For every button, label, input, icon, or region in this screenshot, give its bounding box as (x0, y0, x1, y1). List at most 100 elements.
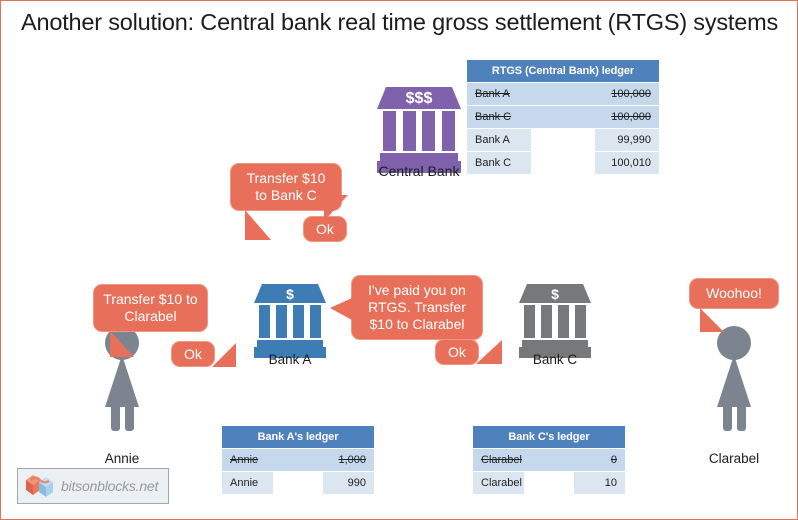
bubble-text: Ok (448, 344, 466, 360)
person-leg (110, 407, 120, 431)
cell-gap (531, 129, 595, 151)
cell-gap (272, 472, 324, 494)
person-leg (722, 407, 732, 431)
table-row: Clarabel 0 (473, 449, 625, 471)
cell-amount: 100,000 (595, 106, 659, 128)
bubble-tail (212, 343, 236, 367)
bubble-tail (110, 331, 134, 357)
table-row: Bank A 99,990 (467, 129, 659, 151)
dollar-symbol: $$$ (405, 90, 433, 107)
bank-c-label: Bank C (532, 352, 578, 367)
speech-bubble-ok-central-bank: Ok (303, 195, 348, 242)
page-title: Another solution: Central bank real time… (21, 9, 779, 35)
dollar-symbol: $ (286, 286, 294, 302)
cell-amount: 100,000 (595, 83, 659, 105)
bubble-tail (245, 210, 271, 240)
bank-column (383, 111, 396, 151)
bubble-tail (324, 195, 348, 221)
cell-amount: 100,010 (595, 152, 659, 174)
central-bank-label: Central Bank (378, 163, 460, 179)
bank-c-icon: $ Bank C (519, 284, 591, 367)
table-row: Annie 1,000 (222, 449, 374, 471)
bank-base (254, 347, 326, 358)
cell-gap (531, 83, 595, 105)
bank-column (575, 305, 586, 338)
table-row: Annie 990 (222, 472, 374, 494)
cell-name: Clarabel (473, 449, 524, 471)
bank-roof-icon: $ (519, 284, 591, 303)
bank-c-ledger-header: Bank C's ledger (473, 426, 625, 448)
cell-gap (272, 449, 324, 471)
bank-base (377, 161, 461, 173)
bank-column (276, 305, 287, 338)
dollar-symbol: $ (551, 286, 559, 302)
cell-amount: 99,990 (595, 129, 659, 151)
table-header-row: Bank A's ledger (222, 426, 374, 448)
cell-name: Bank A (467, 83, 531, 105)
cell-name: Clarabel (473, 472, 524, 494)
bank-a-label: Bank A (268, 352, 312, 367)
cell-amount: 10 (574, 472, 625, 494)
person-leg (124, 407, 134, 431)
rtgs-ledger-table: RTGS (Central Bank) ledger Bank A 100,00… (467, 59, 659, 175)
cell-name: Bank C (467, 106, 531, 128)
cell-amount: 0 (574, 449, 625, 471)
person-legs (89, 407, 155, 431)
person-leg (736, 407, 746, 431)
bubble-text: Woohoo! (706, 285, 762, 301)
bank-plinth (257, 340, 323, 347)
speech-bubble-ok-bank-c: Ok (435, 339, 502, 365)
cell-amount: 990 (323, 472, 374, 494)
table-row: Bank A 100,000 (467, 83, 659, 105)
speech-bubble-transfer-to-bank-c: Transfer $10 to Bank C (230, 163, 342, 240)
bubble-text: Transfer $10 to Clarabel (103, 291, 198, 324)
bank-roof-icon: $$$ (377, 87, 461, 109)
bank-columns-icon (383, 111, 455, 151)
watermark-badge: bitsonblocks.net (17, 468, 169, 504)
person-body (717, 355, 751, 407)
table-row: Clarabel 10 (473, 472, 625, 494)
bubble-text: I've paid you on RTGS. Transfer $10 to C… (368, 282, 466, 332)
table-header-row: Bank C's ledger (473, 426, 625, 448)
speech-bubble-ok-bank-a: Ok (171, 341, 236, 367)
bank-column (541, 305, 552, 338)
bank-column (558, 305, 569, 338)
bitsonblocks-cubes-logo-icon (26, 475, 53, 497)
cell-gap (531, 106, 595, 128)
table-row: Bank C 100,000 (467, 106, 659, 128)
bank-column (441, 111, 455, 151)
bank-column (310, 305, 321, 338)
bank-roof-icon: $ (254, 284, 326, 303)
bank-column (402, 111, 416, 151)
person-legs (701, 407, 767, 431)
cell-name: Annie (222, 449, 273, 471)
cell-gap (523, 449, 575, 471)
bank-column (259, 305, 270, 338)
bank-column (524, 305, 535, 338)
bank-column (293, 305, 304, 338)
bubble-text: Ok (184, 346, 202, 362)
bank-plinth (522, 340, 588, 347)
person-body (105, 355, 139, 407)
watermark-text: bitsonblocks.net (61, 478, 159, 494)
table-row: Bank C 100,010 (467, 152, 659, 174)
bubble-tail (476, 340, 502, 364)
clarabel-label: Clarabel (708, 451, 760, 466)
bank-a-icon: $ Bank A (254, 284, 326, 367)
bubble-tail (700, 308, 724, 332)
bank-column (422, 111, 436, 151)
cell-amount: 1,000 (323, 449, 374, 471)
cell-name: Bank C (467, 152, 531, 174)
cell-gap (531, 152, 595, 174)
table-header-row: RTGS (Central Bank) ledger (467, 60, 659, 82)
bank-plinth (380, 153, 458, 161)
speech-bubble-transfer-to-clarabel: Transfer $10 to Clarabel (93, 284, 208, 357)
annie-label: Annie (104, 451, 140, 466)
bubble-text: Ok (316, 221, 334, 237)
rtgs-ledger-header: RTGS (Central Bank) ledger (467, 60, 659, 82)
bank-base (519, 347, 591, 358)
bank-a-ledger-table: Bank A's ledger Annie 1,000 Annie 990 (222, 425, 374, 495)
bubble-tail (330, 298, 352, 320)
speech-bubble-rtgs-paid: I've paid you on RTGS. Transfer $10 to C… (330, 275, 483, 340)
